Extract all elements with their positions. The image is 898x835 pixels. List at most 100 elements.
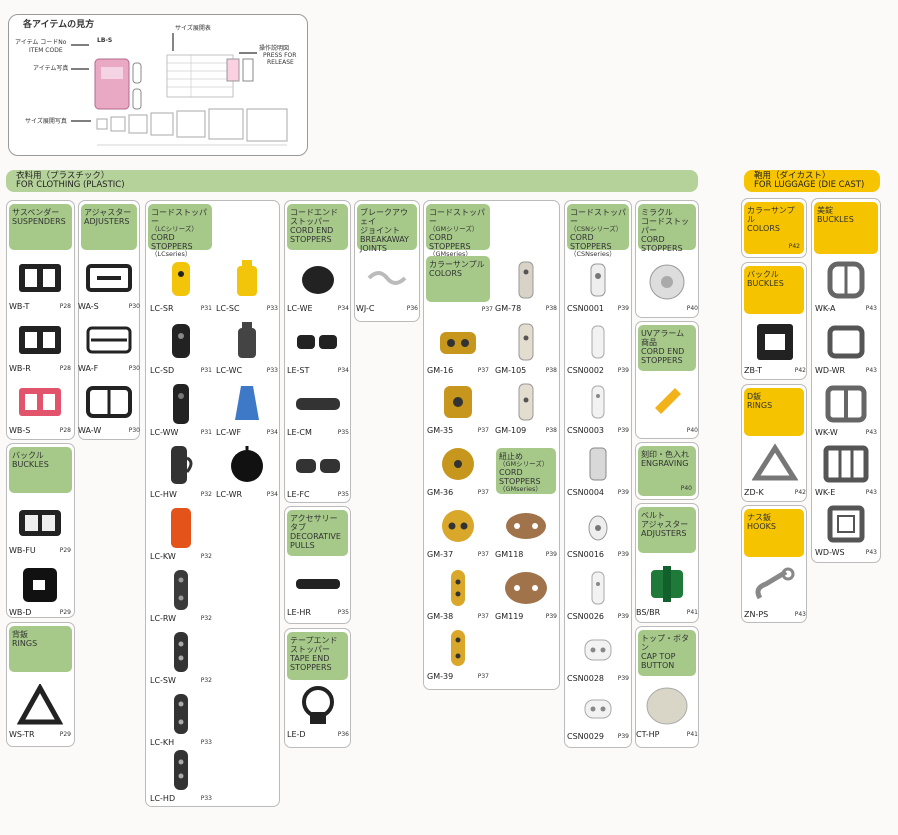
header-accessory-en2: PULLS xyxy=(290,541,315,550)
product-code: WA-S xyxy=(78,302,99,311)
product-wb-fu[interactable]: WB-FU P29 xyxy=(7,498,73,560)
product-lc-hw[interactable]: LC-HW P32 xyxy=(148,442,214,504)
product-le-d[interactable]: LE-D P36 xyxy=(285,682,351,744)
product-wk-w[interactable]: WK-W P43 xyxy=(813,380,879,442)
product-csn-0002[interactable]: CSN0002 P39 xyxy=(565,318,631,380)
buckle-icon xyxy=(19,326,61,354)
product-gm-16[interactable]: GM-16 P37 xyxy=(425,318,491,380)
cord-stopper-icon xyxy=(174,632,188,672)
product-wb-t[interactable]: WB-T P28 xyxy=(7,254,73,316)
product-lc-wc[interactable]: LC-WC P33 xyxy=(214,318,280,380)
header-lc-en2: STOPPERS xyxy=(151,242,193,251)
product-page: P33 xyxy=(266,305,278,312)
product-ct-hp[interactable]: CT-HP P41 xyxy=(634,682,700,744)
product-bs-br[interactable]: BS/BR P41 xyxy=(634,560,700,622)
product-gm-118[interactable]: GM118 P39 xyxy=(493,502,559,564)
product-le-fc[interactable]: LE-FC P35 xyxy=(285,442,351,504)
product-wa-w[interactable]: WA-W P30 xyxy=(76,378,142,440)
product-zb-t[interactable]: ZB-T P42 xyxy=(742,318,808,380)
header-miracle-en2: STOPPERS xyxy=(641,244,683,253)
header-suspenders-en: SUSPENDERS xyxy=(12,217,66,226)
header-uv-en2: STOPPERS xyxy=(641,356,683,365)
product-wj-c[interactable]: WJ-C P36 xyxy=(354,256,420,318)
header-tapeend-en1: TAPE END xyxy=(290,654,330,663)
product-zn-ps[interactable]: ZN-PS P43 xyxy=(742,562,808,624)
product-csn-0029[interactable]: CSN0029 P39 xyxy=(565,684,631,746)
product-lc-kh[interactable]: LC-KH P33 xyxy=(148,690,214,752)
product-lc-hd[interactable]: LC-HD P33 xyxy=(148,746,214,808)
product-le-st[interactable]: LE-ST P34 xyxy=(285,318,351,380)
product-wk-a[interactable]: WK-A P43 xyxy=(813,256,879,318)
product-gm-37[interactable]: GM-37 P37 xyxy=(425,502,491,564)
product-wd-ws[interactable]: WD-WS P43 xyxy=(813,500,879,562)
header-tapeend-jp2: ストッパー xyxy=(290,645,330,654)
product-le-hr[interactable]: LE-HR P35 xyxy=(285,560,351,622)
header-miracle: ミラクル コードストッパー CORD STOPPERS xyxy=(638,204,696,253)
product-le-cm[interactable]: LE-CM P35 xyxy=(285,380,351,442)
product-lc-we[interactable]: LC-WE P34 xyxy=(285,256,351,318)
product-code: CSN0016 xyxy=(567,550,605,559)
product-code: WJ-C xyxy=(356,304,375,313)
product-gm-35[interactable]: GM-35 P37 xyxy=(425,378,491,440)
product-csn-0004[interactable]: CSN0004 P39 xyxy=(565,440,631,502)
product-csn-0003[interactable]: CSN0003 P39 xyxy=(565,378,631,440)
cord-stopper-icon xyxy=(591,385,605,419)
release-label-en1: PRESS FOR xyxy=(263,52,297,59)
product-wa-s[interactable]: WA-S P30 xyxy=(76,254,142,316)
product-uv[interactable]: P40 xyxy=(634,378,700,440)
header-uv: UVアラーム 商品 CORD END STOPPERS xyxy=(638,325,696,371)
header-engraving: 刻印・色入れ ENGRAVING P40 xyxy=(638,446,696,496)
product-gm-39[interactable]: GM-39 P37 xyxy=(425,624,491,686)
product-page: P29 xyxy=(59,609,71,616)
band-clothing: 衣料用（プラスチック） FOR CLOTHING (PLASTIC) xyxy=(6,170,698,192)
header-gm-sub-series-en: （GMseries） xyxy=(499,485,542,493)
product-zd-k[interactable]: ZD-K P42 xyxy=(742,440,808,502)
product-gm-38[interactable]: GM-38 P37 xyxy=(425,564,491,626)
product-wa-f[interactable]: WA-F P30 xyxy=(76,316,142,378)
header-lc-series: （LCシリーズ） xyxy=(151,225,198,233)
product-lc-kw[interactable]: LC-KW P32 xyxy=(148,504,214,566)
product-code: WB-R xyxy=(9,364,31,373)
product-page: P32 xyxy=(200,677,212,684)
product-csn-0016[interactable]: CSN0016 P39 xyxy=(565,502,631,564)
product-code: LC-WR xyxy=(216,490,243,499)
header-tapeend-en2: STOPPERS xyxy=(290,663,332,672)
product-csn-0026[interactable]: CSN0026 P39 xyxy=(565,564,631,626)
product-lc-ww[interactable]: LC-WW P31 xyxy=(148,380,214,442)
product-csn-0028[interactable]: CSN0028 P39 xyxy=(565,626,631,688)
product-gm-36[interactable]: GM-36 P37 xyxy=(425,440,491,502)
product-wk-e[interactable]: WK-E P43 xyxy=(813,440,879,502)
product-lc-sd[interactable]: LC-SD P31 xyxy=(148,318,214,380)
header-lug-bel-en: BUCKLES xyxy=(817,215,854,224)
product-csn-0001[interactable]: CSN0001 P39 xyxy=(565,256,631,318)
product-code: WS-TR xyxy=(9,730,35,739)
product-lc-sw[interactable]: LC-SW P32 xyxy=(148,628,214,690)
cord-end-icon xyxy=(302,266,334,294)
product-wb-d[interactable]: WB-D P29 xyxy=(7,560,73,622)
header-lug-rings-jp: D鈑 xyxy=(747,392,762,401)
product-page: P39 xyxy=(617,489,629,496)
product-code: WK-A xyxy=(815,304,836,313)
product-lc-wf[interactable]: LC-WF P34 xyxy=(214,380,280,442)
product-gm-109[interactable]: GM-109 P38 xyxy=(493,378,559,440)
product-ws-tr[interactable]: WS-TR P29 xyxy=(7,682,73,744)
header-csn-en2: STOPPERS xyxy=(570,242,612,251)
product-gm-105[interactable]: GM-105 P38 xyxy=(493,318,559,380)
product-lc-sc[interactable]: LC-SC P33 xyxy=(214,256,280,318)
buckle-icon xyxy=(19,510,61,536)
product-page: P36 xyxy=(406,305,418,312)
product-wd-wr[interactable]: WD-WR P43 xyxy=(813,318,879,380)
product-wb-r[interactable]: WB-R P28 xyxy=(7,316,73,378)
product-lc-sr[interactable]: LC-SR P31 xyxy=(148,256,214,318)
header-gm-colors-jp: カラーサンプル xyxy=(429,260,485,269)
product-gm-119[interactable]: GM119 P39 xyxy=(493,564,559,626)
product-lc-rw[interactable]: LC-RW P32 xyxy=(148,566,214,628)
product-lc-wr[interactable]: LC-WR P34 xyxy=(214,442,280,504)
cord-stopper-icon xyxy=(442,448,474,480)
product-gm-78[interactable]: GM-78 P38 xyxy=(493,256,559,318)
product-wb-s[interactable]: WB-S P28 xyxy=(7,378,73,440)
header-buckles-en: BUCKLES xyxy=(12,460,49,469)
product-page: P30 xyxy=(128,427,140,434)
product-miracle[interactable]: P40 xyxy=(634,256,700,318)
product-code: LC-SD xyxy=(150,366,175,375)
